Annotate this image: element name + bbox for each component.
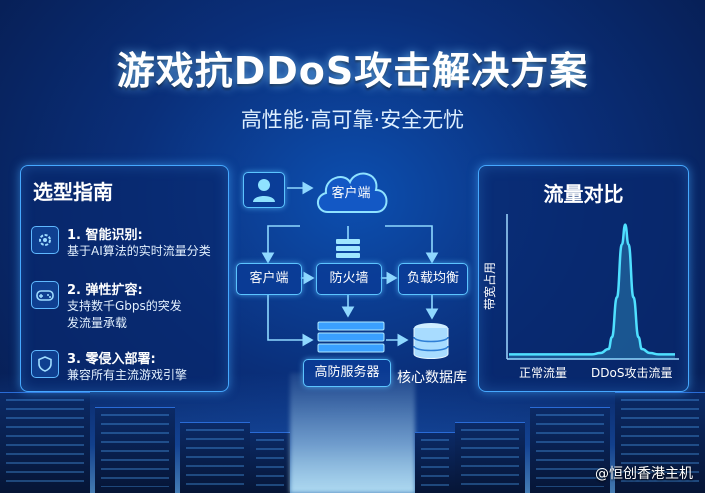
guide-item-desc: 基于AI算法的实时流量分类 xyxy=(67,244,211,258)
traffic-line xyxy=(509,223,675,356)
core-database-label: 核心数据库 xyxy=(397,370,467,386)
high-defense-server-node: 高防服务器 xyxy=(303,359,391,387)
load-balancer-node: 负载均衡 xyxy=(398,263,468,295)
connector-cloud-lb xyxy=(385,225,439,264)
server-rack xyxy=(250,432,290,493)
guide-item-desc: 兼容所有主流游戏引擎 xyxy=(67,368,188,382)
x-label-normal: 正常流量 xyxy=(519,366,567,380)
page-title: 游戏抗DDoS攻击解决方案 xyxy=(116,49,589,93)
server-rack xyxy=(95,407,175,493)
traffic-chart: 带宽占用 正常流量 DDoS攻击流量 xyxy=(482,214,679,380)
firewall-node: 防火墙 xyxy=(316,263,382,295)
server-rack xyxy=(415,432,455,493)
gamepad-icon xyxy=(31,281,59,309)
server-stack-icon xyxy=(333,238,363,260)
shield-icon xyxy=(31,350,59,378)
y-axis-label: 带宽占用 xyxy=(482,262,497,310)
guide-item-title: 3. 零侵入部署: xyxy=(67,352,156,367)
client-node: 客户端 xyxy=(236,263,302,295)
watermark: @恒创香港主机 xyxy=(595,466,693,482)
server-rack xyxy=(530,407,610,493)
user-node xyxy=(243,172,285,208)
server-rack xyxy=(0,392,90,493)
traffic-comparison-panel: 流量对比 带宽占用 正常流量 DDoS攻击流量 xyxy=(478,165,689,392)
server-rack xyxy=(615,392,705,493)
guide-title: 选型指南 xyxy=(33,180,113,204)
cloud-icon xyxy=(317,172,388,213)
selection-guide-panel: 选型指南 1. 智能识别: 基于AI算法的实时流量分类 2. 弹性扩容: 支持数… xyxy=(20,165,229,392)
database-icon xyxy=(410,322,452,362)
gear-icon xyxy=(31,226,59,254)
cloud-node: 客户端 xyxy=(310,158,392,220)
server-rack xyxy=(455,422,525,493)
connector-cloud-client xyxy=(261,225,300,264)
guide-item-title: 1. 智能识别: xyxy=(67,228,143,243)
user-icon xyxy=(253,179,275,202)
guide-item-desc: 支持数千Gbps的突发 发流量承载 xyxy=(67,299,182,330)
aisle-light xyxy=(290,373,415,493)
guide-item-title: 2. 弹性扩容: xyxy=(67,283,143,298)
traffic-area xyxy=(509,224,675,359)
server-rack xyxy=(180,422,250,493)
page-subtitle: 高性能·高可靠·安全无忧 xyxy=(240,108,465,132)
chart-title: 流量对比 xyxy=(543,182,624,206)
connector-client-server xyxy=(267,294,314,347)
cloud-label: 客户端 xyxy=(331,186,371,201)
x-label-attack: DDoS攻击流量 xyxy=(591,366,672,380)
server-rack-icon xyxy=(316,320,386,354)
